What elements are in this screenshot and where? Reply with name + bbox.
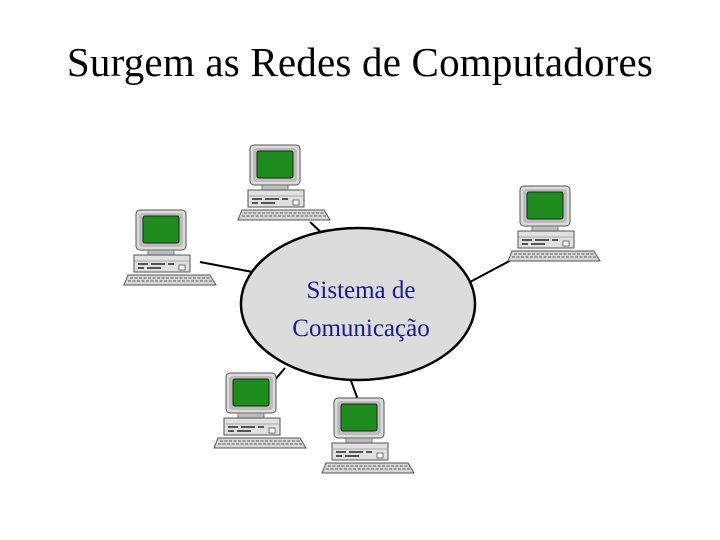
computer-bottom-right-icon: [321, 397, 415, 474]
slide-title: Surgem as Redes de Computadores: [66, 39, 654, 85]
link-bottom-right: [349, 377, 359, 401]
computer-top-icon: [237, 144, 331, 221]
computer-left-icon: [123, 209, 217, 286]
link-left: [199, 261, 259, 274]
communication-system-hub: [239, 226, 477, 382]
link-right: [469, 257, 516, 283]
hub-label-line1: Sistema de: [306, 277, 415, 304]
hub-label-line2: Comunicação: [292, 315, 429, 342]
computer-right-icon: [507, 185, 601, 262]
computer-bottom-left-icon: [213, 372, 307, 449]
